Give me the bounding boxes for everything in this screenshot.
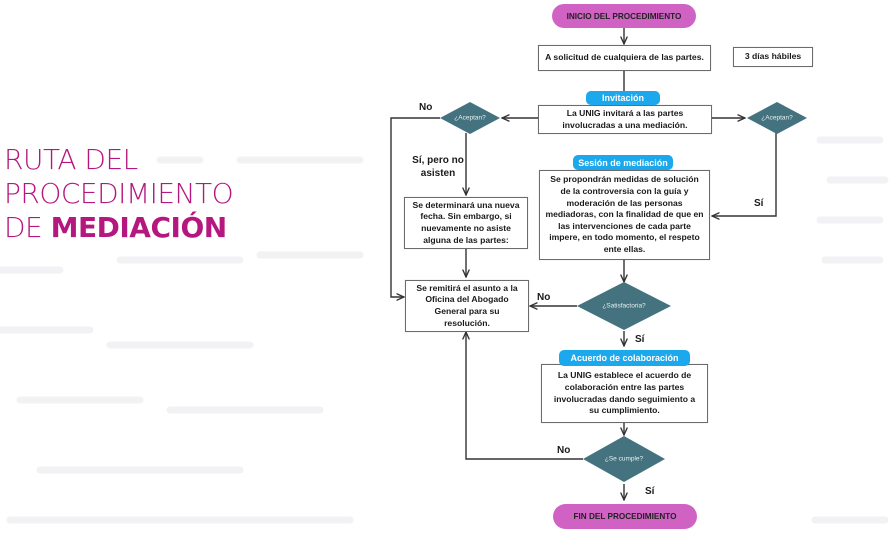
page-title: RUTA DEL PROCEDIMIENTO DE MEDIACIÓN <box>4 143 234 245</box>
edge-label-no-compliance: No <box>557 445 571 456</box>
decision-satisfactory: ¿Satisfactoria? <box>602 302 646 310</box>
end-terminal: FIN DEL PROCEDIMIENTO <box>553 504 697 529</box>
decision-compliance: ¿Se cumple? <box>604 455 644 463</box>
title-line-3-prefix: DE <box>4 211 51 244</box>
decision-accept-right: ¿Aceptan? <box>761 114 793 122</box>
decision-accept-left: ¿Aceptan? <box>454 114 486 122</box>
agreement-tab: Acuerdo de colaboración <box>559 350 690 366</box>
edge-label-no-satisfactory: No <box>537 292 551 303</box>
title-line-1: RUTA DEL <box>4 143 138 176</box>
edge-label-yes-satisfactory: Sí <box>635 334 645 345</box>
decision-accept-left-shape <box>440 102 500 134</box>
edge-label-yes-accept: Sí <box>754 198 764 209</box>
connector-no-referral <box>390 117 440 297</box>
title-line-2: PROCEDIMIENTO <box>4 177 234 210</box>
title-line-3: DE MEDIACIÓN <box>4 211 233 245</box>
connector-no-compliance-referral <box>466 332 583 460</box>
agreement-box: La UNIG establece el acuerdo de colabora… <box>541 364 708 423</box>
invitation-box: La UNIG invitará a las partes involucrad… <box>538 105 712 134</box>
edge-label-yes-but-absent: Sí, pero no asisten <box>412 155 464 179</box>
title-emphasis: MEDIACIÓN <box>50 211 228 244</box>
decision-accept-right-shape <box>747 102 807 134</box>
start-terminal: INICIO DEL PROCEDIMIENTO <box>552 4 696 28</box>
session-tab: Sesión de mediación <box>573 155 673 170</box>
referral-box: Se remitirá el asunto a la Oficina del A… <box>405 280 529 332</box>
request-box: A solicitud de cualquiera de las partes. <box>538 45 711 71</box>
decision-satisfactory-shape <box>577 282 671 330</box>
decision-compliance-shape <box>583 436 665 482</box>
session-box: Se propondrán medidas de solución de la … <box>539 170 710 260</box>
connector-yes-session <box>712 133 777 216</box>
deadline-box: 3 días hábiles <box>733 47 813 67</box>
invitation-tab: Invitación <box>586 91 660 105</box>
new-date-box: Se determinará una nueva fecha. Sin emba… <box>404 197 528 249</box>
edge-label-no-accept: No <box>419 102 433 113</box>
edge-label-yes-compliance: Sí <box>645 486 655 497</box>
